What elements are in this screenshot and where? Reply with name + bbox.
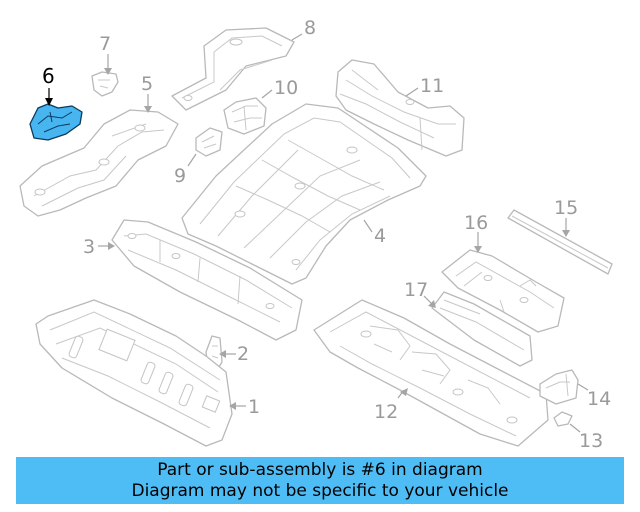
info-banner: Part or sub-assembly is #6 in diagram Di… <box>16 457 624 504</box>
part-10-bracket[interactable] <box>223 97 267 135</box>
label-2[interactable]: 2 <box>237 343 249 365</box>
label-1[interactable]: 1 <box>248 396 260 418</box>
part-11-crossmember[interactable] <box>335 59 465 157</box>
part-6-leader <box>45 88 53 106</box>
label-17[interactable]: 17 <box>404 279 428 301</box>
leader-11 <box>405 87 419 97</box>
part-7-clip[interactable] <box>91 71 119 97</box>
part-17-channel[interactable] <box>431 291 533 367</box>
label-7[interactable]: 7 <box>99 33 111 55</box>
part-4-floor-pan[interactable] <box>181 103 427 285</box>
banner-disclaimer-line: Diagram may not be specific to your vehi… <box>131 481 509 501</box>
label-16[interactable]: 16 <box>464 212 488 234</box>
part-1-rear-panel[interactable] <box>35 299 233 447</box>
label-8[interactable]: 8 <box>304 17 316 39</box>
parts-diagram: 6 7 5 8 10 9 1 <box>19 17 613 452</box>
label-5[interactable]: 5 <box>141 73 153 95</box>
label-4[interactable]: 4 <box>374 225 386 247</box>
part-6-bracket[interactable] <box>29 103 83 141</box>
leader-4 <box>363 219 373 233</box>
part-13-clip[interactable] <box>553 411 573 427</box>
part-5-rail[interactable] <box>19 109 179 217</box>
part-9-bracket[interactable] <box>195 127 223 157</box>
label-11[interactable]: 11 <box>420 75 444 97</box>
leader-9 <box>187 153 197 167</box>
label-10[interactable]: 10 <box>274 77 298 99</box>
part-15-bar[interactable] <box>507 209 613 275</box>
part-8-panel[interactable] <box>171 27 295 111</box>
part-14-bracket[interactable] <box>539 369 579 405</box>
leader-10 <box>261 89 273 99</box>
part-3-crossmember[interactable] <box>111 219 303 341</box>
label-14[interactable]: 14 <box>587 388 611 410</box>
part-12-rear-floor[interactable] <box>313 299 549 447</box>
leader-8 <box>291 33 303 41</box>
label-6[interactable]: 6 <box>42 64 55 88</box>
leader-13 <box>569 423 581 433</box>
leader-14 <box>577 383 589 391</box>
label-9[interactable]: 9 <box>174 165 186 187</box>
banner-part-line: Part or sub-assembly is #6 in diagram <box>157 460 483 480</box>
leader-17 <box>423 295 433 305</box>
label-13[interactable]: 13 <box>579 430 603 452</box>
label-15[interactable]: 15 <box>554 197 578 219</box>
label-12[interactable]: 12 <box>374 401 398 423</box>
label-3[interactable]: 3 <box>83 236 95 258</box>
part-16-member[interactable] <box>441 249 565 333</box>
